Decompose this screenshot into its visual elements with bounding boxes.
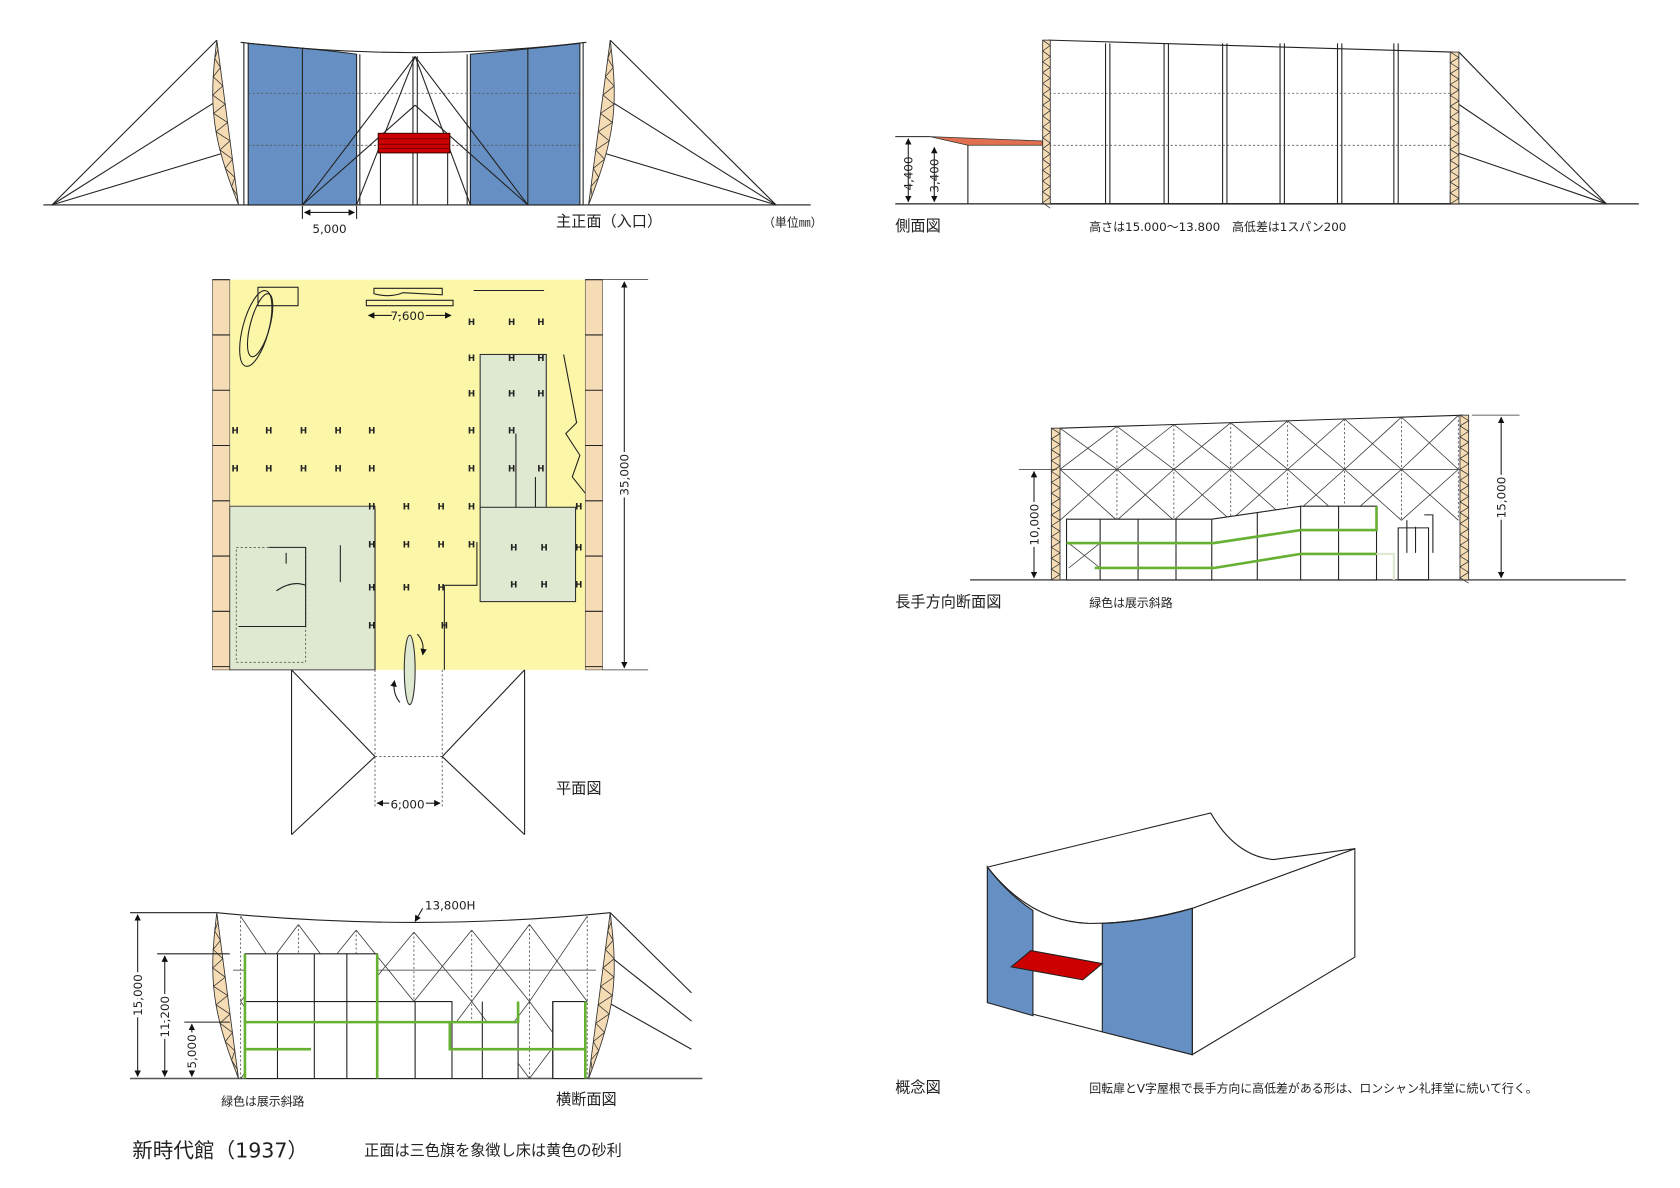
column-mark: H [575,502,582,512]
dim-canopy-3400: 3,400 [928,159,942,193]
column-mark: H [438,540,445,550]
column-mark: H [468,318,475,328]
lattice-mast [1050,427,1061,581]
column-mark: H [265,465,272,475]
column-mark: H [468,390,475,400]
column-mark: H [403,502,410,512]
column-mark: H [468,540,475,550]
column-mark: H [368,622,375,632]
unit-label: （単位㎜） [763,216,823,230]
column-mark: H [438,502,445,512]
right-cable-stays [599,39,777,206]
concept-diagram: 概念図 回転扉とV字屋根で長手方向に高低差がある形は、ロンシャン礼拝堂に続いて行… [895,812,1538,1097]
dim-11200: 11,200 [158,996,172,1038]
lattice-mast [1449,51,1460,205]
side-elevation-note: 高さは15.000～13.800 高低差は1スパン200 [1089,220,1346,234]
plan-label: 平面図 [556,779,601,797]
dim-10000: 10,000 [1027,504,1041,546]
entrance-canopy [377,132,451,154]
column-mark: H [537,354,544,364]
column-mark: H [468,502,475,512]
column-mark: H [403,540,410,550]
cross-section-label: 横断面図 [556,1091,617,1109]
roof-level-label: 13,800H [425,898,476,912]
dim-entry-6000: 6,000 [390,798,424,812]
column-mark: H [368,502,375,512]
column-mark: H [508,318,515,328]
column-mark: H [508,390,515,400]
side-elevation: 4,400 3,400 側面図 高さは15.000～13.800 高低差は1スパ… [895,39,1639,235]
side-elevation-label: 側面図 [895,217,940,235]
cross-section-note: 緑色は展示斜路 [221,1095,304,1109]
column-mark: H [368,465,375,475]
column-mark: H [508,427,515,437]
concept-label: 概念図 [895,1079,940,1097]
lattice-mast [588,912,615,1079]
column-mark: H [510,580,517,590]
exhibit-zone [479,506,577,603]
column-mark: H [537,465,544,475]
column-mark: H [510,544,517,554]
lattice-mast [588,40,615,206]
lattice-mast [1459,414,1470,584]
floor-plan: 7,600 H H H H H H H H H H H H H H H H H H H H H H H H H H H H H H H H H H… [212,279,649,836]
column-mark: H [537,318,544,328]
column-mark: H [368,584,375,594]
column-mark: H [468,465,475,475]
long-section-note: 緑色は展示斜路 [1089,596,1172,610]
column-mark: H [265,427,272,437]
column-mark: H [575,580,582,590]
column-mark: H [468,427,475,437]
column-mark: H [368,540,375,550]
column-mark: H [441,622,448,632]
column-mark: H [468,354,475,364]
dim-depth-35000: 35,000 [618,454,632,496]
revolving-door [390,633,427,706]
blue-wall-right [1101,907,1193,1056]
column-mark: H [403,584,410,594]
side-canopy [929,136,1044,146]
dim-bay-width: 5,000 [312,222,346,236]
dim-5000: 5,000 [185,1034,199,1068]
dim-15000: 15,000 [1494,477,1508,519]
building-title: 新時代館（1937） [132,1139,308,1163]
long-section: 10,000 15,000 長手方向断面図 緑色は展示斜路 [895,414,1626,611]
left-cable-stays [51,39,228,206]
column-mark: H [368,427,375,437]
front-elevation: 5,000 主正面（入口） （単位㎜） [43,39,823,236]
column-mark: H [300,427,307,437]
column-mark: H [508,354,515,364]
dim-canopy-4400: 4,400 [902,156,916,190]
long-section-label: 長手方向断面図 [895,593,1001,611]
lattice-mast [212,912,239,1079]
building-caption: 正面は三色旗を象徴し床は黄色の砂利 [364,1141,622,1159]
dim-ramp-7600: 7,600 [390,309,424,323]
red-canopy [1010,950,1104,981]
lattice-mast [1042,39,1051,209]
column-mark: H [438,584,445,594]
column-mark: H [232,465,239,475]
front-elevation-label: 主正面（入口） [556,213,662,231]
column-mark: H [232,427,239,437]
column-mark: H [540,544,547,554]
spiral-ramp [239,286,299,367]
column-mark: H [575,544,582,554]
column-mark: H [540,580,547,590]
column-mark: H [335,465,342,475]
lattice-mast [212,40,239,206]
exhibit-zone [229,505,376,671]
dim-15000: 15,000 [131,974,145,1016]
concept-note: 回転扉とV字屋根で長手方向に高低差がある形は、ロンシャン礼拝堂に続いて行く。 [1089,1082,1537,1096]
blue-wall-left [986,865,1034,1017]
column-mark: H [508,465,515,475]
blue-panel-right [469,42,581,206]
cross-section: 15,000 11,200 5,000 13,800H 緑色は展示斜路 横断面図 [128,898,703,1109]
entrance-canopy-plan: 6,000 [291,669,526,836]
column-mark: H [537,390,544,400]
column-mark: H [335,427,342,437]
column-mark: H [300,465,307,475]
